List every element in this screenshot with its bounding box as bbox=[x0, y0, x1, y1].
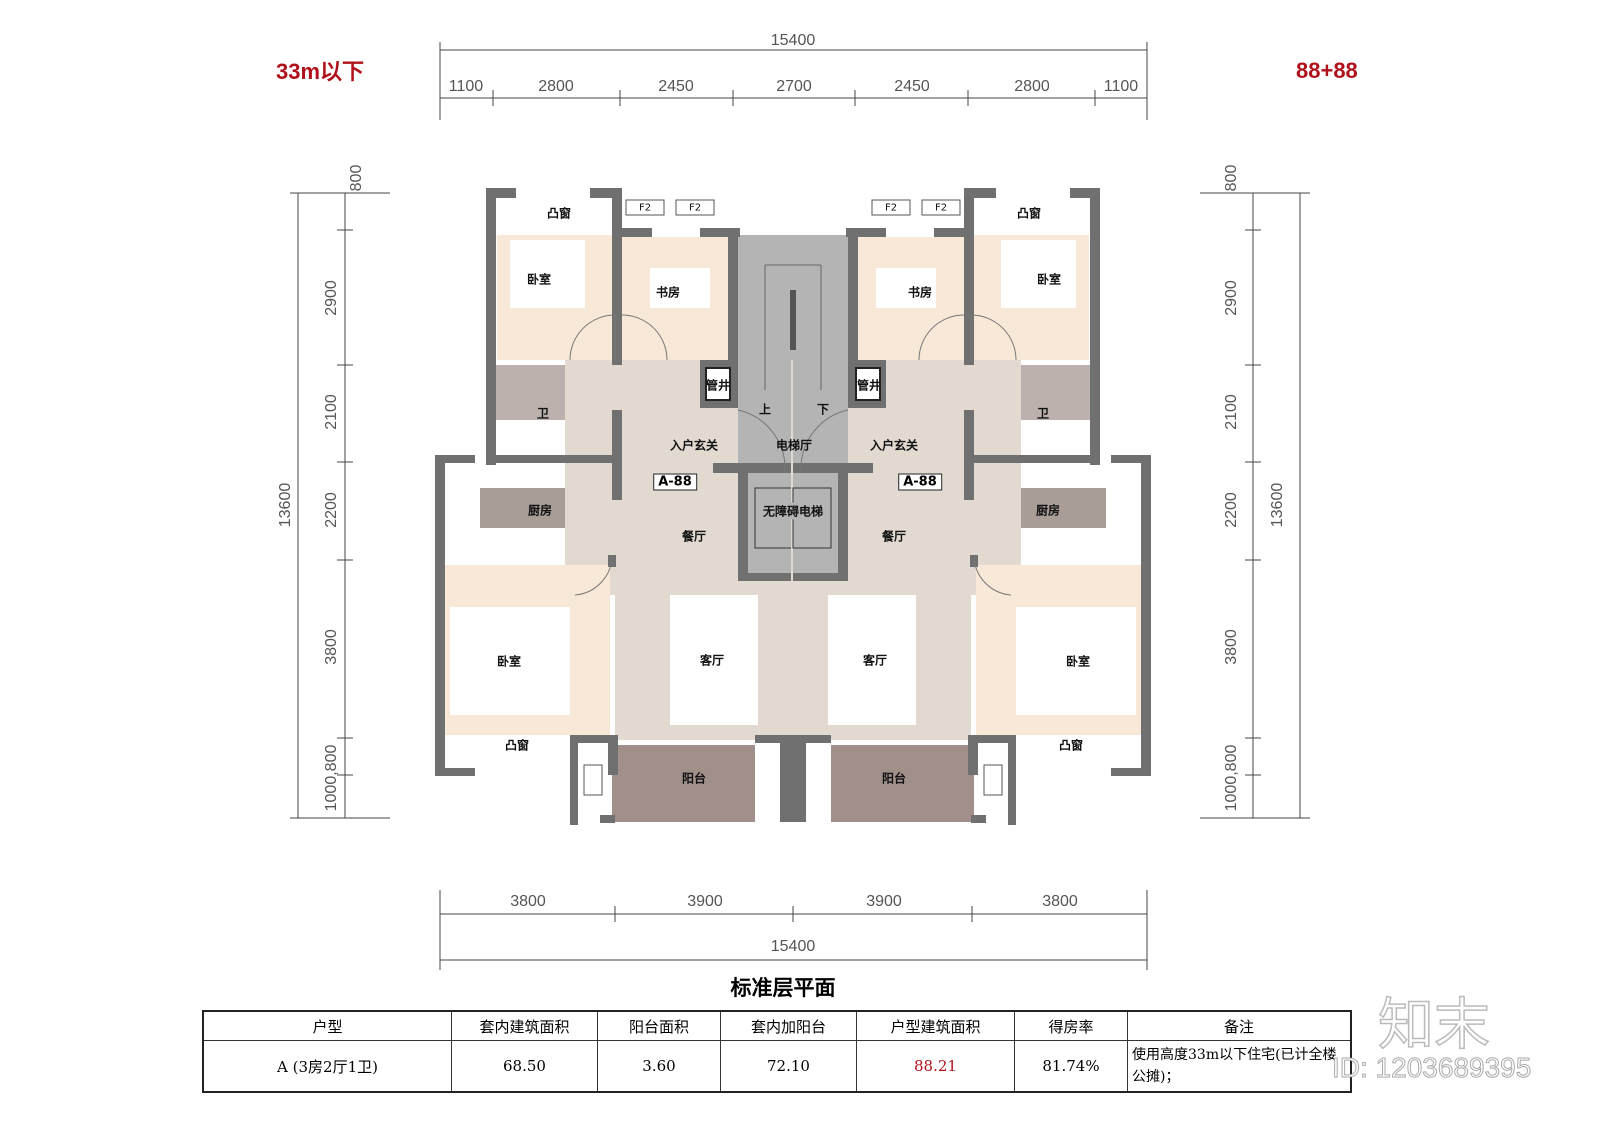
area-table: 户型 套内建筑面积 阳台面积 套内加阳台 户型建筑面积 得房率 备注 A (3房… bbox=[202, 1010, 1352, 1093]
header-cell: 户型 bbox=[202, 1010, 452, 1041]
room-label: 凸窗 bbox=[504, 738, 530, 753]
watermark-id: ID: 1203689395 bbox=[1331, 1052, 1532, 1084]
header-cell: 阳台面积 bbox=[597, 1010, 721, 1041]
side-dim: 2100 bbox=[323, 394, 340, 430]
side-dim: 2900 bbox=[323, 280, 340, 316]
room-label: 客厅 bbox=[699, 653, 725, 668]
cell-inner-plus-balcony: 72.10 bbox=[720, 1040, 857, 1093]
cell-remark: 使用高度33m以下住宅(已计全楼公摊)； bbox=[1127, 1040, 1352, 1093]
side-dim: 2200 bbox=[1223, 492, 1240, 528]
cell-efficiency: 81.74% bbox=[1014, 1040, 1128, 1093]
side-total-dim: 13600 bbox=[1269, 482, 1286, 528]
dimension-lines bbox=[290, 42, 1310, 970]
table-row: A (3房2厅1卫) 68.50 3.60 72.10 88.21 81.74%… bbox=[202, 1040, 1352, 1093]
side-dim: 1000,800 bbox=[323, 744, 340, 812]
room-label: 客厅 bbox=[862, 653, 888, 668]
top-dim: 2700 bbox=[776, 78, 812, 95]
window-tag: F2 bbox=[884, 202, 898, 214]
left-unit bbox=[435, 188, 795, 825]
top-dim: 2800 bbox=[538, 78, 574, 95]
window-tag: F2 bbox=[934, 202, 948, 214]
room-label: 卫 bbox=[536, 406, 550, 421]
room-label: 书房 bbox=[655, 285, 681, 300]
room-label: 阳台 bbox=[681, 771, 707, 786]
header-cell: 户型建筑面积 bbox=[856, 1010, 1015, 1041]
room-label: 凸窗 bbox=[1058, 738, 1084, 753]
side-dim: 2100 bbox=[1223, 394, 1240, 430]
room-label: 凸窗 bbox=[1016, 206, 1042, 221]
header-cell: 套内建筑面积 bbox=[451, 1010, 598, 1041]
watermark-logo: 知末 bbox=[1377, 992, 1491, 1059]
window-tag: F2 bbox=[638, 202, 652, 214]
room-label: 厨房 bbox=[1035, 503, 1061, 518]
room-label: 书房 bbox=[907, 285, 933, 300]
room-label: 凸窗 bbox=[546, 206, 572, 221]
room-label: 卫 bbox=[1036, 406, 1050, 421]
header-cell: 套内加阳台 bbox=[720, 1010, 857, 1041]
room-label: 厨房 bbox=[527, 503, 553, 518]
stair-down-label: 下 bbox=[816, 402, 830, 417]
room-label: 卧室 bbox=[526, 272, 552, 287]
room-label: 卧室 bbox=[1065, 654, 1091, 669]
cell-inner-area: 68.50 bbox=[451, 1040, 598, 1093]
top-dim: 1100 bbox=[1103, 78, 1139, 95]
room-label: 卧室 bbox=[496, 654, 522, 669]
top-dim: 2800 bbox=[1014, 78, 1050, 95]
room-label: 无障碍电梯 bbox=[762, 502, 824, 520]
stair-up-label: 上 bbox=[758, 402, 772, 417]
room-label: 电梯厅 bbox=[775, 438, 813, 453]
top-dim: 2450 bbox=[894, 78, 930, 95]
room-label: 入户玄关 bbox=[869, 438, 919, 453]
side-dim: 1000,800 bbox=[1223, 744, 1240, 812]
room-label: 餐厅 bbox=[881, 529, 907, 544]
cell-balcony-area: 3.60 bbox=[597, 1040, 721, 1093]
unit-tag: A-88 bbox=[898, 473, 942, 491]
shaft bbox=[705, 367, 731, 401]
room-label: 阳台 bbox=[881, 771, 907, 786]
room-label: 入户玄关 bbox=[669, 438, 719, 453]
side-dim: 800 bbox=[348, 164, 365, 192]
side-dim: 3800 bbox=[1223, 629, 1240, 665]
side-dim: 800 bbox=[1223, 164, 1240, 192]
top-dim: 1100 bbox=[448, 78, 484, 95]
table-header-row: 户型 套内建筑面积 阳台面积 套内加阳台 户型建筑面积 得房率 备注 bbox=[202, 1010, 1352, 1041]
side-total-dim: 13600 bbox=[277, 482, 294, 528]
header-cell: 得房率 bbox=[1014, 1010, 1128, 1041]
bottom-total-dim: 15400 bbox=[770, 938, 816, 955]
cell-gross-area: 88.21 bbox=[856, 1040, 1015, 1093]
side-dim: 2200 bbox=[323, 492, 340, 528]
room-label: 卧室 bbox=[1036, 272, 1062, 287]
sofa-area bbox=[670, 595, 758, 725]
bottom-dim: 3800 bbox=[510, 893, 546, 910]
room-label: 管井 bbox=[705, 378, 731, 393]
bottom-dim: 3900 bbox=[687, 893, 723, 910]
window-tag: F2 bbox=[688, 202, 702, 214]
room-label: 餐厅 bbox=[681, 529, 707, 544]
unit-combo: 88+88 bbox=[1296, 58, 1358, 83]
top-total-dim: 15400 bbox=[770, 32, 816, 49]
unit-tag: A-88 bbox=[653, 473, 697, 491]
side-dim: 2900 bbox=[1223, 280, 1240, 316]
right-unit bbox=[790, 187, 1152, 826]
toilet-floor bbox=[490, 365, 565, 420]
top-dim: 2450 bbox=[658, 78, 694, 95]
balcony-floor bbox=[612, 745, 755, 822]
bottom-dim: 3900 bbox=[866, 893, 902, 910]
room-label: 管井 bbox=[856, 378, 882, 393]
drawing-title: 标准层平面 bbox=[730, 976, 836, 1000]
cell-unit-type: A (3房2厅1卫) bbox=[202, 1040, 452, 1093]
height-note: 33m以下 bbox=[276, 59, 365, 84]
bottom-dim: 3800 bbox=[1042, 893, 1078, 910]
header-cell: 备注 bbox=[1127, 1010, 1352, 1041]
side-dim: 3800 bbox=[323, 629, 340, 665]
